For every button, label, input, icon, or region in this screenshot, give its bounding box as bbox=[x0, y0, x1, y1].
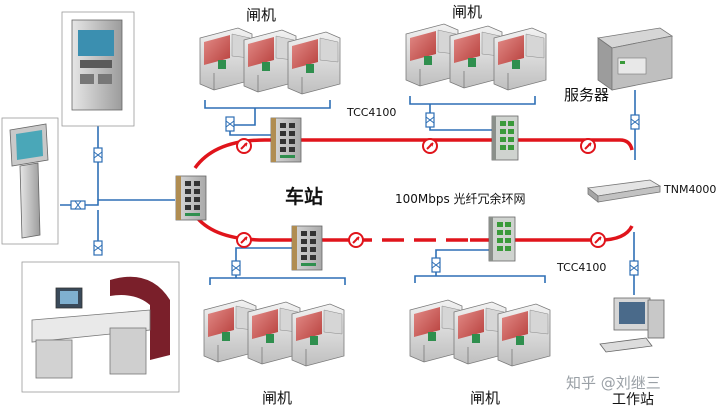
coupler-icon bbox=[93, 240, 103, 256]
gate-group-bottom-left bbox=[204, 300, 344, 366]
gate-group-bottom-right bbox=[410, 300, 550, 366]
gate-label-top-right: 闸机 bbox=[452, 3, 482, 21]
arrow-icon bbox=[422, 138, 438, 154]
arrow-icon bbox=[348, 232, 364, 248]
bottom-right-switch bbox=[488, 216, 516, 262]
tnm-device bbox=[587, 179, 662, 203]
gate-label-bottom-left: 闸机 bbox=[262, 389, 292, 407]
coupler-icon bbox=[431, 257, 441, 273]
coupler-icon bbox=[93, 147, 103, 163]
top-right-switch bbox=[491, 115, 519, 161]
link-couplers bbox=[70, 112, 640, 276]
station-label: 车站 bbox=[285, 185, 323, 208]
station-core-switch bbox=[175, 175, 207, 221]
watermark: 知乎 @刘继三 bbox=[566, 374, 661, 392]
gate-label-bottom-right: 闸机 bbox=[470, 389, 500, 407]
tnm-label: TNM4000 bbox=[663, 183, 716, 196]
gate-label-top-left: 闸机 bbox=[246, 6, 276, 24]
tcc-label-top: TCC4100 bbox=[346, 106, 396, 119]
arrow-icon bbox=[236, 138, 252, 154]
bottom-left-switch bbox=[291, 225, 323, 271]
server-label: 服务器 bbox=[564, 86, 609, 104]
tcc-label-bottom: TCC4100 bbox=[556, 261, 606, 274]
arrow-icon bbox=[580, 138, 596, 154]
fiber-ring bbox=[193, 138, 634, 242]
ring-label: 100Mbps 光纤冗余环网 bbox=[395, 191, 526, 206]
info-kiosk bbox=[1, 117, 59, 245]
coupler-icon bbox=[630, 114, 640, 130]
ticket-vending-machine bbox=[61, 11, 135, 127]
workstation-pc bbox=[599, 297, 665, 353]
workstation-label: 工作站 bbox=[612, 392, 654, 408]
gate-group-top-left bbox=[200, 28, 340, 94]
service-counter bbox=[21, 261, 180, 393]
arrow-icon bbox=[590, 232, 606, 248]
gate-group-top-right bbox=[406, 24, 546, 90]
top-left-switch bbox=[270, 117, 302, 163]
coupler-icon bbox=[231, 260, 241, 276]
coupler-icon bbox=[425, 112, 435, 128]
server-rack bbox=[596, 27, 674, 91]
coupler-icon bbox=[225, 116, 235, 132]
coupler-icon bbox=[70, 200, 86, 210]
arrow-icon bbox=[236, 232, 252, 248]
coupler-icon bbox=[629, 260, 639, 276]
